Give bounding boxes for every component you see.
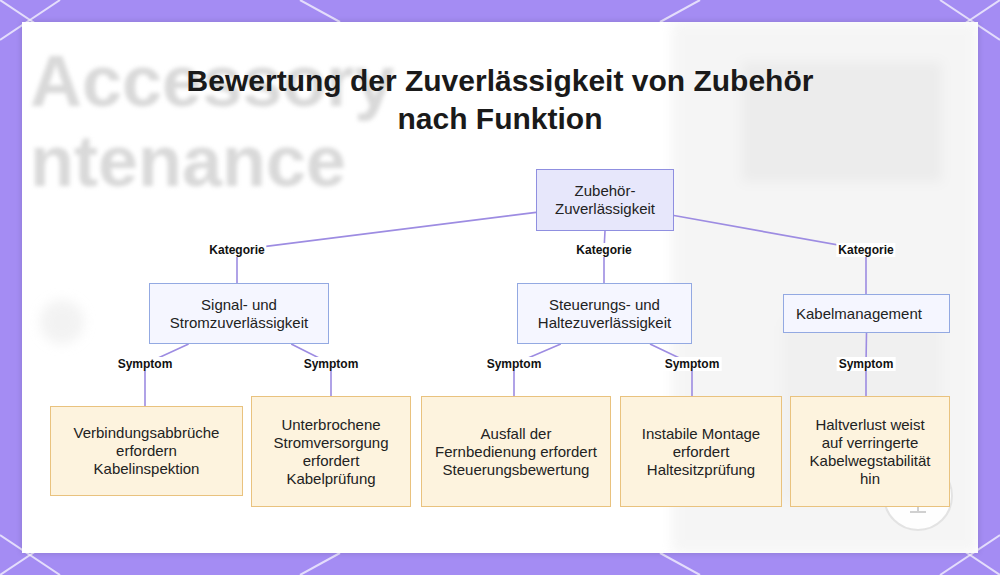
edge-label: Symptom [663, 357, 722, 371]
symptom-box: Haltverlust weist auf verringerte Kabelw… [790, 396, 950, 507]
symptom-box: Ausfall der Fernbedienung erfordert Steu… [421, 396, 611, 507]
box-text: Zubehör-Zuverlässigkeit [549, 182, 661, 218]
edge-label: Symptom [116, 357, 175, 371]
root-box: Zubehör-Zuverlässigkeit [536, 169, 674, 231]
box-text: Steuerungs- und Haltezuverlässigkeit [530, 296, 679, 332]
category-box: Signal- und Stromzuverlässigkeit [149, 283, 329, 344]
edge-label: Symptom [302, 357, 361, 371]
connector-line [145, 344, 189, 406]
box-content: Unterbrochene Stromversorgung erfordert … [252, 412, 410, 492]
connector-line [237, 212, 536, 283]
box-content: Kabelmanagement [784, 301, 934, 327]
box-text: Unterbrochene Stromversorgung erfordert … [264, 416, 398, 488]
connector-line [604, 231, 605, 283]
box-text: Kabelmanagement [796, 305, 922, 323]
box-text: Haltverlust weist auf verringerte Kabelw… [803, 416, 937, 488]
box-content: Steuerungs- und Haltezuverlässigkeit [518, 292, 691, 336]
edge-label: Kategorie [207, 243, 266, 257]
watermark: ntenance [30, 120, 346, 202]
box-text: Signal- und Stromzuverlässigkeit [162, 296, 316, 332]
box-content: Signal- und Stromzuverlässigkeit [150, 292, 328, 336]
symptom-box: Instabile Montage erfordert Haltesitzprü… [620, 396, 782, 507]
symptom-box: Verbindungsabbrüche erfordern Kabelinspe… [50, 406, 243, 496]
category-box: Steuerungs- und Haltezuverlässigkeit [517, 283, 692, 344]
category-box: Kabelmanagement [783, 294, 950, 333]
edge-label: Symptom [837, 357, 896, 371]
box-text: Instabile Montage erfordert Haltesitzprü… [633, 425, 769, 479]
box-content: Ausfall der Fernbedienung erfordert Steu… [422, 421, 610, 483]
box-content: Verbindungsabbrüche erfordern Kabelinspe… [51, 420, 242, 482]
box-text: Verbindungsabbrüche erfordern Kabelinspe… [63, 424, 230, 478]
edge-label: Kategorie [836, 243, 895, 257]
box-content: Haltverlust weist auf verringerte Kabelw… [791, 412, 949, 492]
box-content: Instabile Montage erfordert Haltesitzprü… [621, 421, 781, 483]
edge-label: Symptom [485, 357, 544, 371]
box-text: Ausfall der Fernbedienung erfordert Steu… [434, 425, 598, 479]
symptom-box: Unterbrochene Stromversorgung erfordert … [251, 396, 411, 507]
edge-label: Kategorie [574, 243, 633, 257]
box-content: Zubehör-Zuverlässigkeit [537, 178, 673, 222]
diagram-title: Bewertung der Zuverlässigkeit von Zubehö… [150, 62, 850, 138]
